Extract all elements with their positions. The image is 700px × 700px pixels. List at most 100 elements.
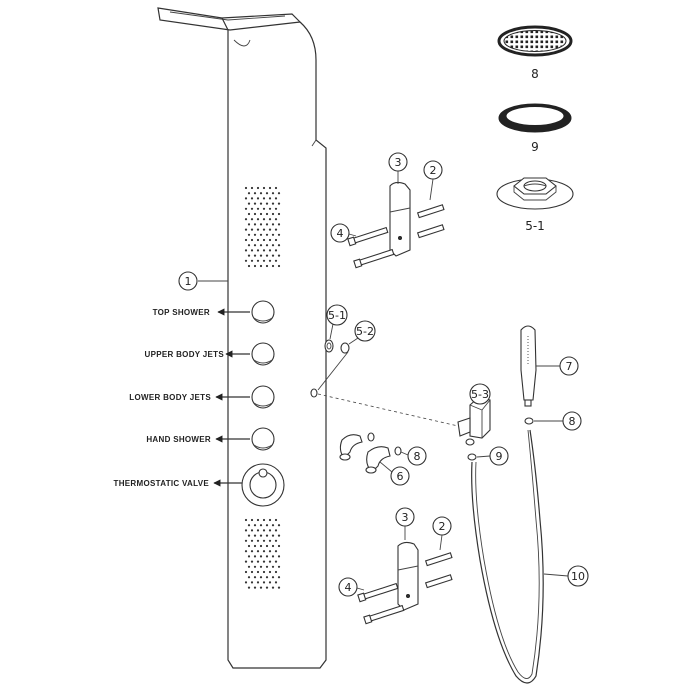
nozzle-dot xyxy=(247,244,251,247)
nozzle-dot xyxy=(247,586,251,589)
callout-gasket-shower: 8 xyxy=(534,411,582,431)
nozzle-dot xyxy=(250,581,254,584)
knob-upper-body-jets xyxy=(251,342,275,366)
nozzle-dot xyxy=(271,202,275,205)
nozzle-dot xyxy=(268,570,272,574)
nozzle-dot xyxy=(262,550,266,553)
nozzle-dot xyxy=(268,518,272,522)
svg-text:7: 7 xyxy=(566,360,573,373)
nozzle-dot xyxy=(247,212,251,216)
callout-screw-upper: 2 xyxy=(423,160,443,201)
callout-inlet-washer: 5-2 xyxy=(348,320,376,345)
nozzle-dot xyxy=(247,534,251,537)
nozzle-dot xyxy=(265,223,269,226)
callout-elbow: 6 xyxy=(379,461,410,486)
knob-top-shower xyxy=(251,300,275,324)
nozzle-dot xyxy=(247,555,251,558)
nozzle-dot xyxy=(265,534,269,537)
nozzle-dot xyxy=(253,212,257,216)
nozzle-dot xyxy=(259,244,263,247)
svg-text:2: 2 xyxy=(439,520,446,533)
nozzle-dot xyxy=(268,197,272,200)
nozzle-dot xyxy=(244,218,248,221)
nozzle-dot xyxy=(277,192,281,195)
nozzle-dot xyxy=(250,197,254,200)
nozzle-dot xyxy=(253,223,257,226)
nozzle-dot xyxy=(262,197,266,200)
callout-gasket-elbow: 8 xyxy=(400,446,427,466)
nozzle-dot xyxy=(259,254,263,257)
nozzle-dot xyxy=(256,539,260,542)
callout-bolt-lower: 4 xyxy=(338,577,365,597)
detail-filter-screen xyxy=(497,25,573,57)
callout-panel: 1 xyxy=(178,271,228,291)
nozzle-dot xyxy=(262,207,266,210)
nozzle-dot xyxy=(265,192,269,195)
nozzle-dot xyxy=(244,550,248,553)
nozzle-dot xyxy=(247,565,251,568)
nozzle-dot xyxy=(271,544,275,548)
svg-text:6: 6 xyxy=(397,470,404,483)
nozzle-dot xyxy=(277,586,281,589)
nozzle-dot xyxy=(268,560,272,563)
nozzle-dot xyxy=(250,529,254,532)
caption-8: 8 xyxy=(531,67,539,81)
nozzle-dot xyxy=(277,565,281,568)
label-hand-shower: HAND SHOWER xyxy=(146,435,211,444)
nozzle-dot xyxy=(250,218,254,221)
svg-text:5-2: 5-2 xyxy=(356,325,374,338)
nozzle-dot xyxy=(268,581,272,584)
nozzle-dot xyxy=(244,570,248,574)
nozzle-dot xyxy=(259,555,263,558)
nozzle-dot xyxy=(247,223,251,226)
nozzle-dot xyxy=(247,192,251,195)
upper-bracket xyxy=(389,181,411,257)
nozzle-dot xyxy=(256,259,260,262)
nozzle-dot xyxy=(256,550,260,553)
nozzle-dot xyxy=(253,254,257,257)
nozzle-dot xyxy=(247,233,251,236)
nozzle-dot xyxy=(262,581,266,584)
nozzle-dot xyxy=(253,192,257,195)
detail-hex-nut xyxy=(496,177,574,210)
nozzle-dot xyxy=(265,202,269,205)
nozzle-dot xyxy=(244,259,248,262)
nozzle-dot xyxy=(259,212,263,216)
nozzle-dot xyxy=(262,228,266,231)
nozzle-dot xyxy=(253,534,257,537)
nozzle-dot xyxy=(271,586,275,589)
nozzle-dot xyxy=(265,233,269,236)
svg-text:2: 2 xyxy=(430,164,437,177)
callout-hand-shower: 7 xyxy=(536,356,579,376)
upper-body-jet-nozzles xyxy=(244,186,281,268)
nozzle-dot xyxy=(259,565,263,568)
nozzle-dot xyxy=(262,238,266,242)
hose-holder xyxy=(457,397,491,446)
nozzle-dot xyxy=(253,565,257,568)
knob-lower-body-jets xyxy=(251,385,275,409)
nozzle-dot xyxy=(271,212,275,216)
shower-panel xyxy=(157,7,327,669)
nozzle-dot xyxy=(253,264,257,268)
nozzle-dot xyxy=(274,207,278,210)
nozzle-dot xyxy=(253,576,257,579)
nozzle-dot xyxy=(274,539,278,542)
nozzle-dot xyxy=(271,264,275,268)
nozzle-dot xyxy=(268,207,272,210)
svg-text:9: 9 xyxy=(496,450,503,463)
nozzle-dot xyxy=(262,218,266,221)
nozzle-dot xyxy=(250,249,254,252)
nozzle-dot xyxy=(277,254,281,257)
nozzle-dot xyxy=(277,223,281,226)
callout-inlet-nut: 5-1 xyxy=(326,304,348,340)
nozzle-dot xyxy=(259,524,263,527)
nozzle-dot xyxy=(259,534,263,537)
nozzle-dot xyxy=(262,539,266,542)
svg-text:1: 1 xyxy=(185,275,192,288)
nozzle-dot xyxy=(244,518,248,522)
nozzle-dot xyxy=(268,529,272,532)
nozzle-dot xyxy=(262,560,266,563)
rain-shower-head xyxy=(157,7,302,31)
nozzle-dot xyxy=(274,228,278,231)
nozzle-dot xyxy=(262,259,266,262)
